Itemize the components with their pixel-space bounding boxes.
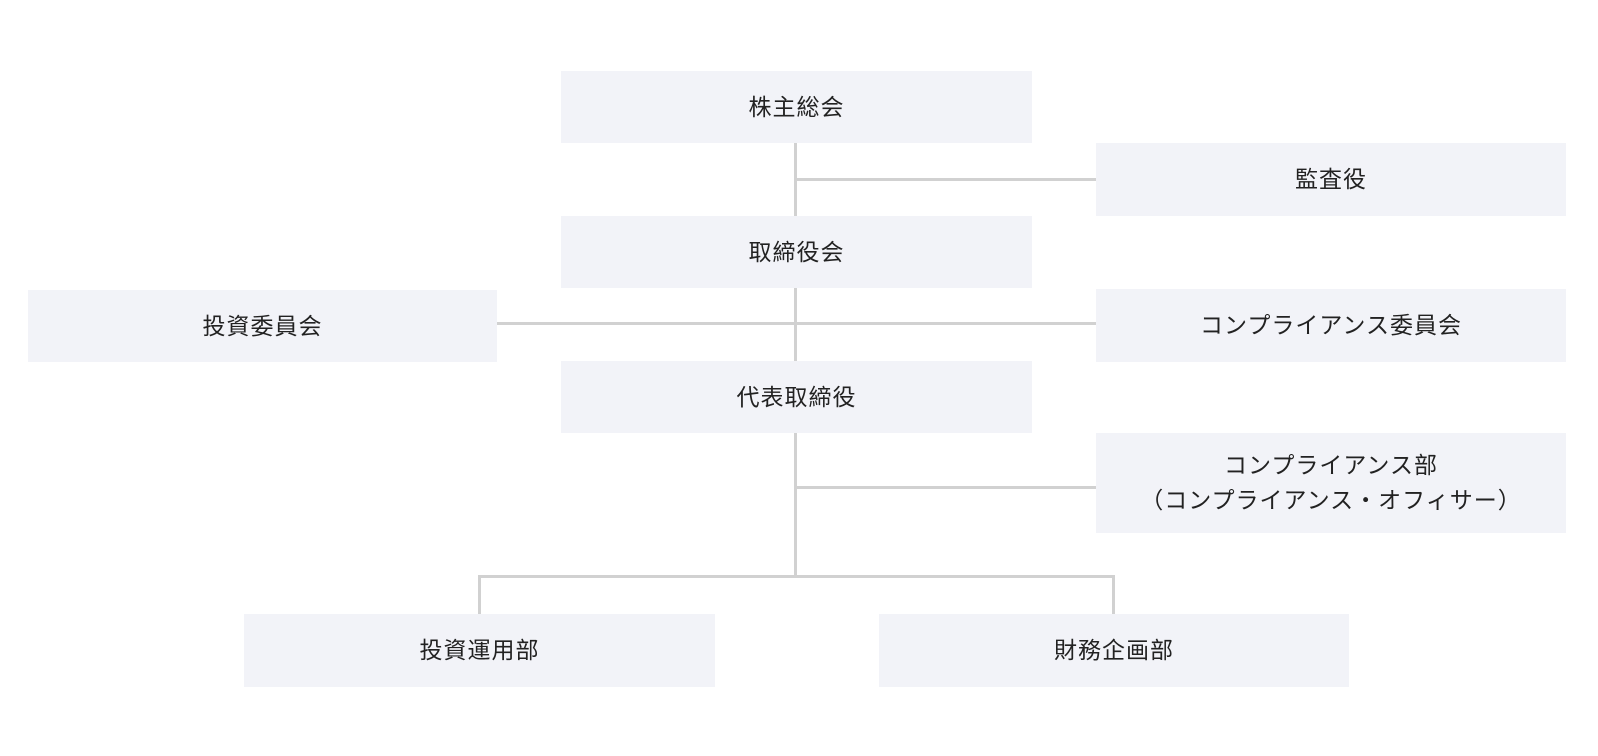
connector-drop-to-investment-mgmt	[478, 575, 481, 614]
org-node-compliance-committee: コンプライアンス委員会	[1096, 289, 1566, 362]
connector-representative-to-departments	[794, 432, 797, 578]
org-node-representative-director: 代表取締役	[561, 361, 1032, 433]
org-node-label: コンプライアンス部	[1224, 452, 1438, 478]
org-node-label: 投資運用部	[419, 637, 540, 663]
org-node-label: 代表取締役	[736, 383, 857, 410]
org-node-label: 取締役会	[748, 238, 845, 265]
org-node-investment-management-dept: 投資運用部	[244, 614, 715, 687]
org-node-label: 株主総会	[748, 93, 845, 120]
connector-committees-crossbar	[497, 322, 1096, 325]
org-node-sublabel: （コンプライアンス・オフィサー）	[1140, 487, 1522, 513]
org-node-investment-committee: 投資委員会	[28, 290, 497, 362]
org-node-compliance-department: コンプライアンス部 （コンプライアンス・オフィサー）	[1096, 433, 1566, 533]
connector-board-to-representative	[794, 288, 797, 362]
org-node-label: 監査役	[1295, 166, 1367, 192]
org-node-board-of-directors: 取締役会	[561, 216, 1032, 288]
org-node-label: コンプライアンス委員会	[1200, 312, 1462, 338]
org-node-financial-planning-dept: 財務企画部	[879, 614, 1349, 687]
org-node-label: 投資委員会	[202, 312, 323, 339]
connector-departments-crossbar	[478, 575, 1115, 578]
connector-drop-to-financial-planning	[1112, 575, 1115, 614]
connector-branch-to-compliance-dept	[795, 486, 1096, 489]
org-node-label: 財務企画部	[1054, 637, 1174, 663]
org-node-shareholders-meeting: 株主総会	[561, 71, 1032, 143]
org-node-auditor: 監査役	[1096, 143, 1566, 216]
connector-branch-to-auditor	[795, 178, 1096, 181]
